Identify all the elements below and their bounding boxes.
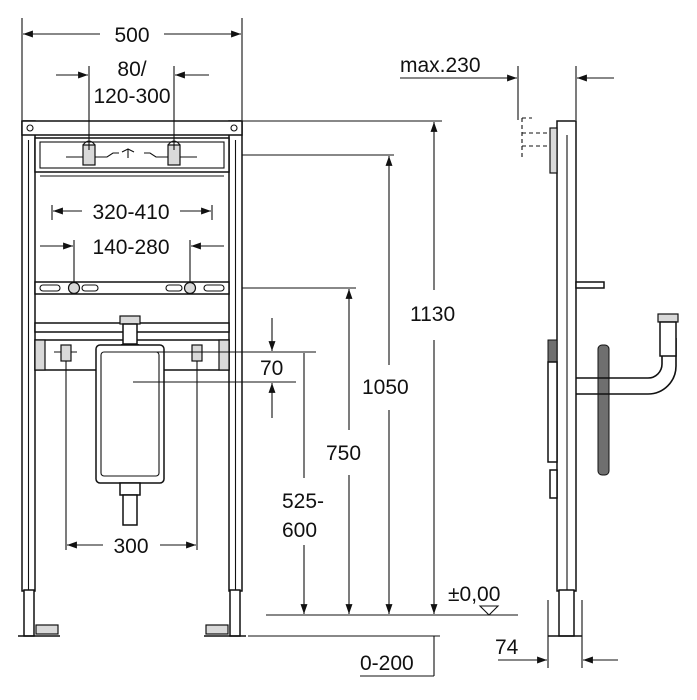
rail-bolt-right	[183, 281, 197, 295]
foot-left	[18, 589, 60, 637]
upper-mount-plate	[34, 137, 230, 173]
dim-1050: 1050	[362, 376, 409, 399]
dimension-labels: 500 80/ 120-300 320-410 140-280 70 1130 …	[92, 24, 518, 675]
dim-600: 600	[282, 519, 317, 542]
dim-500: 500	[114, 24, 149, 47]
wall-plate	[597, 344, 610, 476]
foot-right	[204, 589, 246, 637]
mounting-box	[95, 344, 165, 526]
top-rail	[21, 120, 243, 136]
floor-level-symbol	[478, 605, 500, 616]
dim-525: 525-	[282, 490, 324, 513]
side-foot	[558, 589, 575, 637]
dim-max230: max.230	[400, 54, 481, 77]
dimension-lines	[21, 18, 618, 677]
middle-rail	[34, 281, 230, 295]
side-view	[521, 117, 679, 637]
dim-70: 70	[260, 357, 283, 380]
dim-320-410: 320-410	[92, 201, 169, 224]
upper-valve-left	[66, 140, 119, 166]
lower-valve-left	[54, 344, 77, 372]
wall-bracket-dashed	[521, 117, 552, 158]
dim-0-200: 0-200	[360, 652, 414, 675]
dim-1130: 1130	[410, 303, 455, 326]
side-bolt	[575, 281, 605, 289]
front-view	[18, 120, 246, 637]
dim-140-280: 140-280	[92, 236, 169, 259]
dim-74: 74	[495, 636, 519, 659]
dim-120-300: 120-300	[93, 85, 170, 108]
dim-300: 300	[113, 535, 148, 558]
floor-level-label: ±0,00	[448, 583, 500, 606]
dim-80: 80/	[117, 58, 146, 81]
dim-750: 750	[326, 442, 361, 465]
side-trap-pipe	[576, 313, 679, 395]
rail-bolt-left	[67, 281, 81, 295]
